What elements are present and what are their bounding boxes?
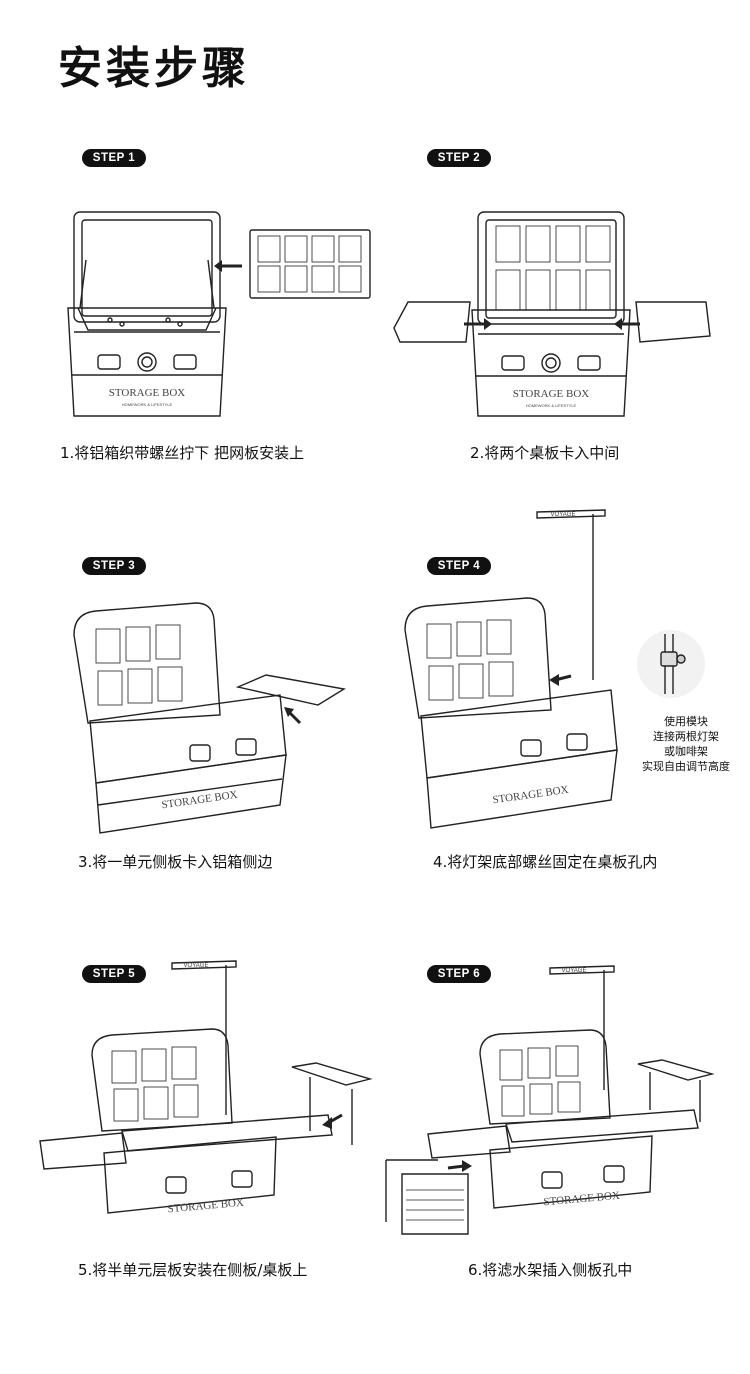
step-6-caption: 6.将滤水架插入侧板孔中 bbox=[468, 1261, 633, 1279]
step-4-detail-circle bbox=[635, 628, 707, 700]
page-title: 安装步骤 bbox=[58, 43, 250, 94]
step-2-box-slogan: HOMEWORK & LIFESTYLE bbox=[526, 403, 577, 408]
step-1-box-brand: STORAGE BOX bbox=[109, 387, 186, 399]
step-1-badge: STEP 1 bbox=[82, 149, 146, 167]
step-5-illustration: VOYAGE STORAGE BOX bbox=[36, 955, 376, 1245]
step-3-caption: 3.将一单元侧板卡入铝箱侧边 bbox=[78, 853, 273, 871]
step-1-box-slogan: HOMEWORK & LIFESTYLE bbox=[122, 402, 173, 407]
step-4-illustration: VOYAGE STORAGE BOX bbox=[395, 500, 625, 840]
step-4-lamp-print: VOYAGE bbox=[551, 512, 576, 518]
step-6-box-brand: STORAGE BOX bbox=[543, 1190, 620, 1209]
step-4-note-line: 连接两根灯架 bbox=[653, 730, 719, 743]
step-1-caption: 1.将铝箱织带螺丝拧下 把网板安装上 bbox=[60, 444, 305, 462]
step-4-caption: 4.将灯架底部螺丝固定在桌板孔内 bbox=[433, 853, 658, 871]
step-2-box-brand: STORAGE BOX bbox=[513, 388, 590, 400]
step-5-caption: 5.将半单元层板安装在侧板/桌板上 bbox=[78, 1261, 308, 1279]
step-4-note-line: 实现自由调节高度 bbox=[642, 760, 730, 773]
step-1-illustration: STORAGE BOX HOMEWORK & LIFESTYLE bbox=[60, 200, 380, 420]
step-5-box-brand: STORAGE BOX bbox=[167, 1197, 244, 1216]
step-3-illustration: STORAGE BOX bbox=[60, 595, 370, 845]
step-4-note: 使用模块 连接两根灯架 或咖啡架 实现自由调节高度 bbox=[626, 714, 746, 774]
step-3-badge: STEP 3 bbox=[82, 557, 146, 575]
step-2-caption: 2.将两个桌板卡入中间 bbox=[470, 444, 620, 462]
step-2-badge: STEP 2 bbox=[427, 149, 491, 167]
step-4-note-line: 或咖啡架 bbox=[664, 745, 708, 758]
step-5-badge: STEP 5 bbox=[82, 965, 146, 983]
step-4-box-brand: STORAGE BOX bbox=[492, 784, 569, 807]
step-2-illustration: STORAGE BOX HOMEWORK & LIFESTYLE bbox=[388, 200, 718, 425]
step-4-badge: STEP 4 bbox=[427, 557, 491, 575]
step-6-lamp-print: VOYAGE bbox=[562, 968, 587, 974]
step-5-lamp-print: VOYAGE bbox=[184, 963, 209, 969]
step-6-badge: STEP 6 bbox=[427, 965, 491, 983]
step-4-note-line: 使用模块 bbox=[664, 715, 708, 728]
step-3-box-brand: STORAGE BOX bbox=[161, 789, 238, 812]
step-6-illustration: VOYAGE STORAGE BOX bbox=[382, 960, 717, 1250]
